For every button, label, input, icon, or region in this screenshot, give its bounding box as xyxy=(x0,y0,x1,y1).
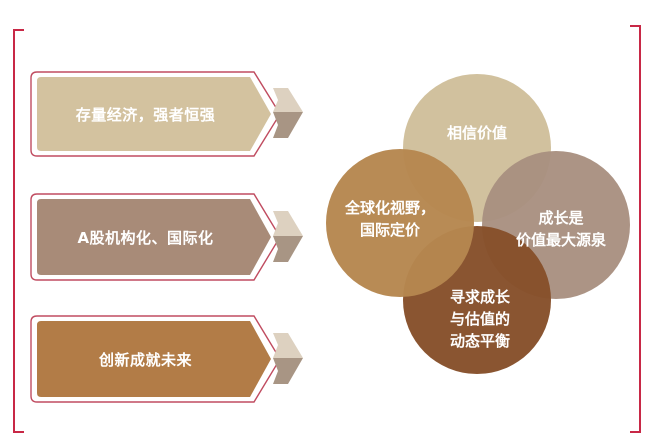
panel-3-shape xyxy=(30,315,281,403)
panel-2-fill xyxy=(37,199,271,275)
panel-3-label: 创新成就未来 xyxy=(98,350,192,369)
panel-2-shape xyxy=(30,193,281,281)
panel-3-chevron xyxy=(273,333,303,384)
panel-1-fill xyxy=(37,77,271,151)
right-bracket xyxy=(630,25,641,433)
left-bracket xyxy=(13,29,24,433)
panel-2-label: A股机构化、国际化 xyxy=(77,228,214,247)
panel-2-chevron xyxy=(273,211,303,262)
circle-top-label: 相信价值 xyxy=(446,124,507,142)
circle-left-label: 全球化视野， 国际定价 xyxy=(344,199,435,239)
circle-left xyxy=(326,149,474,297)
panel-1-chevron xyxy=(273,88,303,138)
panel-3-fill xyxy=(37,321,271,397)
circle-bottom-label: 寻求成长 与估值的 动态平衡 xyxy=(449,288,510,350)
panel-1-shape xyxy=(30,71,281,157)
circle-right-label: 成长是 价值最大源泉 xyxy=(515,209,606,249)
panel-1-label: 存量经济，强者恒强 xyxy=(75,105,216,124)
